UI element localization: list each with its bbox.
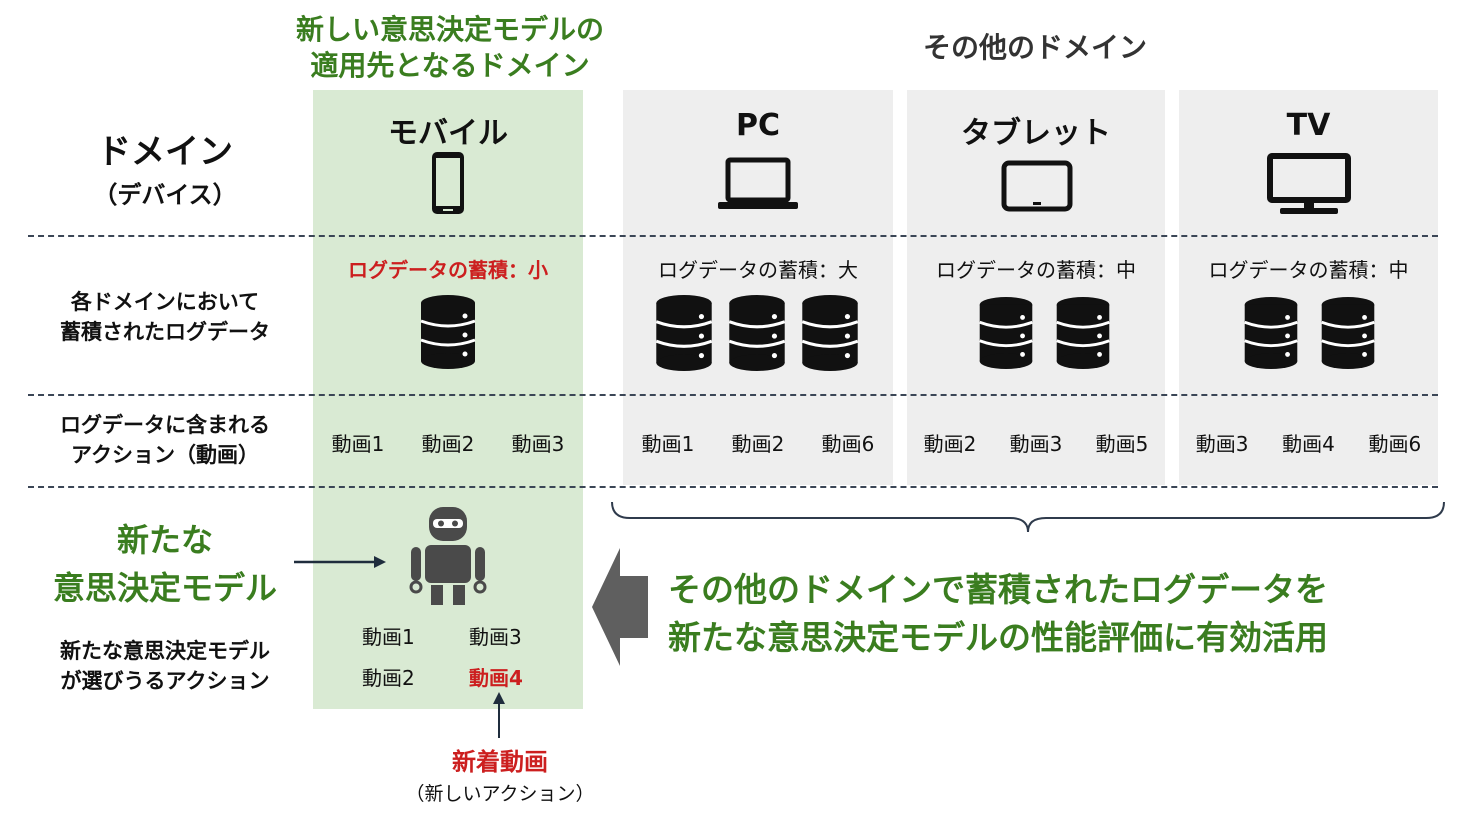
logs-row-label-line2: 蓄積されたログデータ xyxy=(60,320,270,344)
conclusion-line2: 新たな意思決定モデルの性能評価に有効活用 xyxy=(668,618,1328,657)
model-action-item: 動画3 xyxy=(469,625,522,649)
curly-brace xyxy=(611,501,1445,533)
smartphone-icon xyxy=(432,152,464,214)
robot-icon xyxy=(409,507,487,605)
model-actions-label-line1: 新たな意思決定モデル xyxy=(60,639,270,663)
domain-name-tablet: タブレット xyxy=(961,116,1111,151)
big-left-arrow-icon xyxy=(592,548,648,666)
video-item: 動画3 xyxy=(511,432,565,456)
arrow-to-robot-icon xyxy=(294,556,386,568)
laptop-icon xyxy=(718,157,798,209)
database-icon xyxy=(420,294,476,370)
actions-row-label-line2: アクション（動画） xyxy=(71,443,259,467)
video-item: 動画6 xyxy=(1368,432,1422,456)
actions-row-label: ログデータに含まれる アクション（動画） xyxy=(30,410,300,470)
video-item: 動画3 xyxy=(1195,432,1249,456)
new-model-label-line1: 新たな xyxy=(116,521,213,559)
log-accumulation-mobile: ログデータの蓄積：小 xyxy=(348,258,548,282)
actions-row-label-line1: ログデータに含まれる xyxy=(60,413,270,437)
conclusion-line1: その他のドメインで蓄積されたログデータを xyxy=(668,570,1328,609)
tv-domain-panel xyxy=(1179,90,1438,485)
separator-line xyxy=(28,235,1438,237)
model-action-item: 動画2 xyxy=(362,666,415,690)
domain-row-label: ドメイン （デバイス） xyxy=(40,124,290,210)
model-actions-label: 新たな意思決定モデル が選びうるアクション xyxy=(30,636,300,696)
database-icon xyxy=(1055,296,1111,370)
logs-row-label-line1: 各ドメインにおいて xyxy=(70,290,260,314)
model-actions-label-line2: が選びうるアクション xyxy=(60,669,270,693)
videos-pc: 動画1 動画2 動画6 xyxy=(623,428,893,457)
logs-row-label: 各ドメインにおいて 蓄積されたログデータ xyxy=(30,287,300,347)
new-model-label: 新たな 意思決定モデル xyxy=(30,516,300,612)
pc-domain-panel xyxy=(623,90,893,485)
new-video-sublabel: （新しいアクション） xyxy=(405,783,595,805)
videos-tv: 動画3 動画4 動画6 xyxy=(1179,428,1438,457)
new-action-item: 動画4 xyxy=(469,666,523,690)
videos-tablet: 動画2 動画3 動画5 xyxy=(907,428,1165,457)
separator-line xyxy=(28,486,1438,488)
domain-name-mobile: モバイル xyxy=(388,116,508,151)
domain-name-pc: PC xyxy=(735,108,780,143)
video-item: 動画2 xyxy=(731,432,785,456)
video-item: 動画5 xyxy=(1095,432,1149,456)
target-domain-header-line1: 新しい意思決定モデルの xyxy=(295,13,604,46)
database-icon xyxy=(654,294,714,372)
tablet-domain-panel xyxy=(907,90,1165,485)
log-accumulation-tablet: ログデータの蓄積：中 xyxy=(936,258,1136,282)
database-icon xyxy=(1243,296,1299,370)
new-model-label-line2: 意思決定モデル xyxy=(52,569,277,607)
domain-label: ドメイン xyxy=(97,132,233,172)
video-item: 動画2 xyxy=(421,432,475,456)
target-domain-header: 新しい意思決定モデルの 適用先となるドメイン xyxy=(255,12,645,84)
tv-icon xyxy=(1267,153,1351,214)
new-video-label: 新着動画 xyxy=(452,748,548,776)
domain-sub-label: （デバイス） xyxy=(93,181,237,209)
database-icon xyxy=(727,294,787,372)
domain-name-tv: TV xyxy=(1286,108,1331,143)
video-item: 動画6 xyxy=(821,432,875,456)
model-action-item: 動画1 xyxy=(362,625,415,649)
log-accumulation-tv: ログデータの蓄積：中 xyxy=(1208,258,1409,282)
videos-mobile: 動画1 動画2 動画3 xyxy=(313,428,583,457)
database-icon xyxy=(800,294,860,372)
database-icon xyxy=(1320,296,1376,370)
new-video-annotation: 新着動画 （新しいアクション） xyxy=(380,742,620,806)
tablet-icon xyxy=(1001,160,1073,212)
video-item: 動画1 xyxy=(331,432,385,456)
video-item: 動画2 xyxy=(923,432,977,456)
other-domains-header: その他のドメイン xyxy=(922,31,1147,64)
arrow-up-icon xyxy=(493,692,505,738)
log-accumulation-pc: ログデータの蓄積：大 xyxy=(658,258,858,282)
database-icon xyxy=(978,296,1034,370)
conclusion-text: その他のドメインで蓄積されたログデータを 新たな意思決定モデルの性能評価に有効活… xyxy=(668,566,1458,662)
video-item: 動画4 xyxy=(1282,432,1335,456)
separator-line xyxy=(28,394,1438,396)
video-item: 動画3 xyxy=(1009,432,1063,456)
video-item: 動画1 xyxy=(641,432,695,456)
target-domain-header-line2: 適用先となるドメイン xyxy=(310,49,590,82)
